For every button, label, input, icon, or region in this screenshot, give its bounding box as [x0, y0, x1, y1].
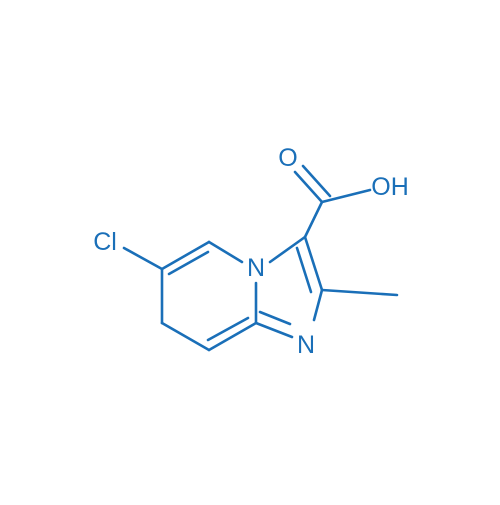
bond-c8-c8a-inner: [206, 316, 250, 342]
bond-c-oh: [320, 188, 372, 204]
bond-carbonyl-1: [293, 170, 324, 204]
bond-group: [122, 164, 399, 352]
bond-c7-c8: [160, 321, 211, 352]
bond-c6-c5-inner: [167, 250, 210, 276]
bond-c3-ccooh: [303, 200, 324, 239]
bond-c8a-n1: [254, 321, 294, 339]
chlorine-label: Cl: [93, 228, 117, 256]
bond-carbonyl-2: [301, 164, 332, 198]
bond-c8-c8a: [207, 321, 258, 352]
atom-label-group: Cl N N O OH: [93, 144, 409, 359]
ring-nitrogen-label: N: [297, 331, 315, 359]
carbonyl-oxygen-label: O: [278, 144, 297, 172]
bond-c3-c2: [303, 235, 324, 292]
bond-c8a-n1-inner: [258, 310, 292, 326]
bond-c2-n1: [312, 288, 324, 322]
hydroxyl-label: OH: [371, 173, 409, 201]
bridgehead-nitrogen-label: N: [247, 254, 265, 282]
bond-n4-c3: [268, 235, 307, 264]
bond-c3-c2-inner: [295, 246, 313, 294]
bond-cl-c6: [122, 246, 164, 271]
bond-c6-c5: [160, 240, 211, 271]
bond-c2-methyl: [320, 288, 399, 297]
bond-c5-n4: [207, 240, 244, 264]
